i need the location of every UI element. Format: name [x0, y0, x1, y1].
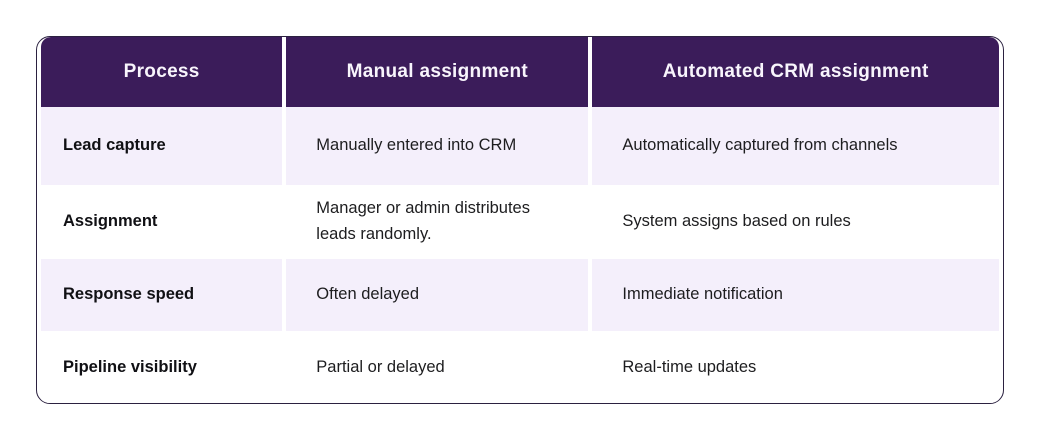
- cell-automated: Real-time updates: [592, 331, 999, 403]
- header-row: Process Manual assignment Automated CRM …: [41, 37, 999, 107]
- cell-manual: Partial or delayed: [286, 331, 589, 403]
- cell-manual: Often delayed: [286, 259, 589, 331]
- cell-process: Assignment: [41, 185, 283, 259]
- cell-manual: Manager or admin distributes leads rando…: [286, 185, 589, 259]
- table-row-assignment: Assignment Manager or admin distributes …: [41, 185, 999, 259]
- cell-process: Lead capture: [41, 107, 283, 185]
- cell-manual: Manually entered into CRM: [286, 107, 589, 185]
- table-row-pipeline-visibility: Pipeline visibility Partial or delayed R…: [41, 331, 999, 403]
- cell-manual-text: Manager or admin distributes leads rando…: [316, 199, 530, 243]
- table-body: Lead capture Manually entered into CRM A…: [41, 107, 999, 403]
- table-row-response-speed: Response speed Often delayed Immediate n…: [41, 259, 999, 331]
- cell-automated: Automatically captured from channels: [592, 107, 999, 185]
- comparison-table: Process Manual assignment Automated CRM …: [36, 36, 1004, 404]
- cell-process: Response speed: [41, 259, 283, 331]
- column-header-process: Process: [41, 37, 283, 107]
- column-header-automated-crm-assignment: Automated CRM assignment: [592, 37, 999, 107]
- cell-automated: System assigns based on rules: [592, 185, 999, 259]
- process-comparison-table: Process Manual assignment Automated CRM …: [37, 37, 1003, 403]
- table-row-lead-capture: Lead capture Manually entered into CRM A…: [41, 107, 999, 185]
- table-header: Process Manual assignment Automated CRM …: [41, 37, 999, 107]
- cell-process: Pipeline visibility: [41, 331, 283, 403]
- column-header-manual-assignment: Manual assignment: [286, 37, 589, 107]
- cell-automated: Immediate notification: [592, 259, 999, 331]
